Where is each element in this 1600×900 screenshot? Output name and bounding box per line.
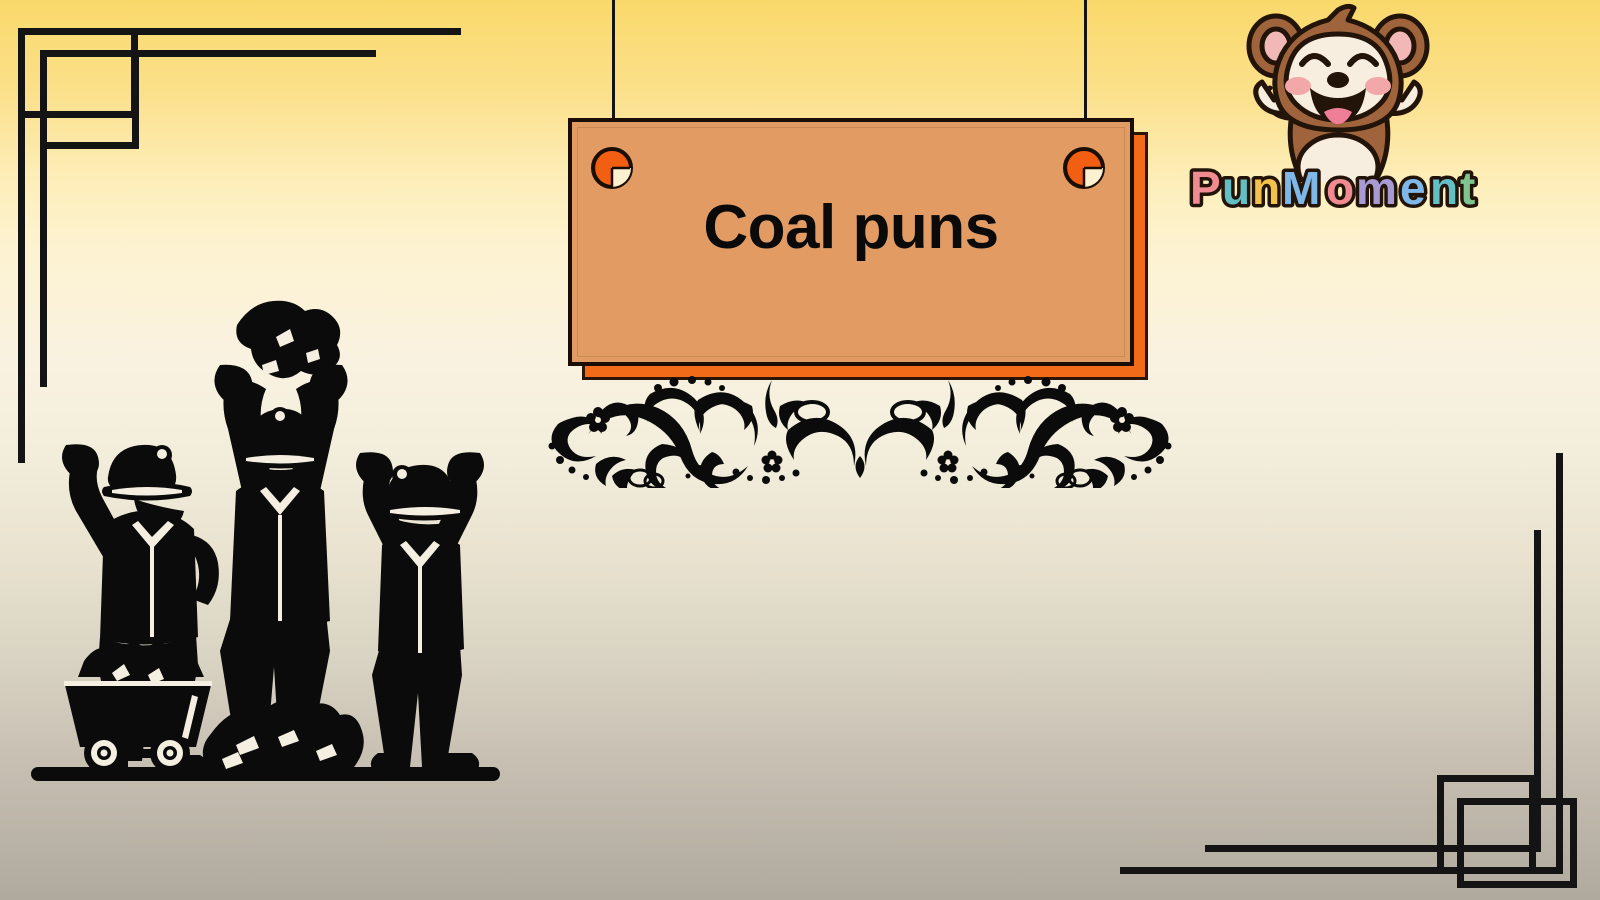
monkey-mascot-icon xyxy=(1214,2,1464,202)
left-pin-icon xyxy=(590,146,634,190)
right-pin-icon xyxy=(1062,146,1106,190)
svg-text:n: n xyxy=(1430,162,1458,214)
brand-wordmark: P u n M o m e n t xyxy=(1186,159,1486,218)
coal-miners-illustration xyxy=(30,295,510,785)
svg-text:u: u xyxy=(1222,162,1250,214)
svg-text:m: m xyxy=(1356,162,1397,214)
top-left-corner-frame xyxy=(0,0,480,480)
svg-text:M: M xyxy=(1282,162,1320,214)
svg-text:P: P xyxy=(1190,162,1221,214)
page-title: Coal puns xyxy=(703,193,999,262)
left-hanging-wire xyxy=(612,0,615,170)
title-sign: Coal puns xyxy=(568,118,1148,380)
flourish-divider-ornament xyxy=(540,372,1180,494)
bottom-right-corner-frame xyxy=(1120,420,1600,900)
brand-logo[interactable]: P u n M o m e n t xyxy=(1186,2,1486,218)
svg-text:n: n xyxy=(1252,162,1280,214)
svg-text:e: e xyxy=(1400,162,1426,214)
svg-text:t: t xyxy=(1460,162,1475,214)
sign-board: Coal puns xyxy=(568,118,1134,366)
right-hanging-wire xyxy=(1084,0,1087,170)
svg-text:o: o xyxy=(1326,162,1354,214)
